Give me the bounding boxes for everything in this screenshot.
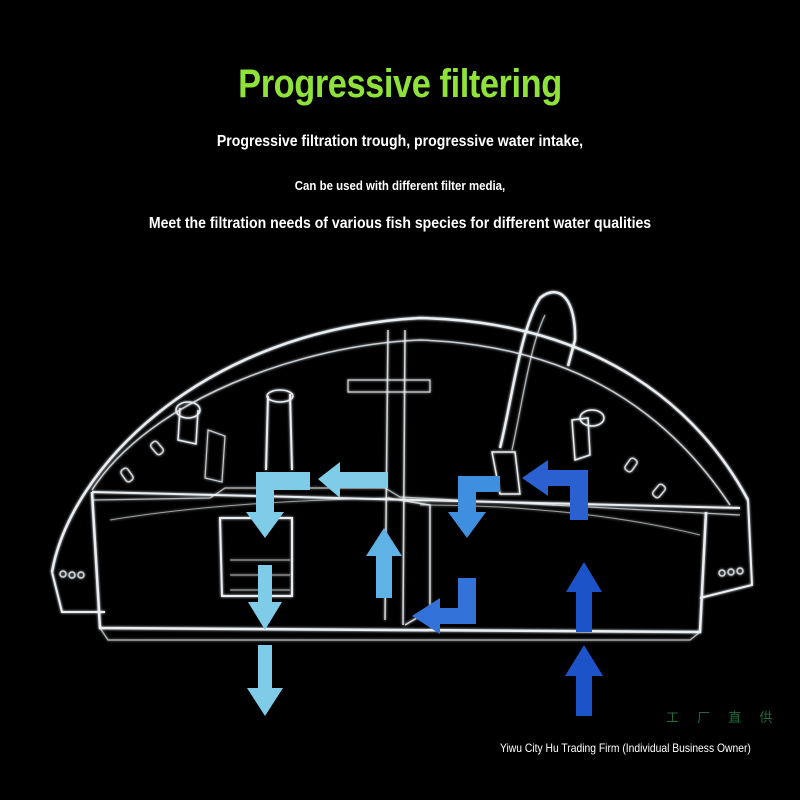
description-line-1: Progressive filtration trough, progressi… (216, 133, 584, 150)
flow-arrow-elbow-down-mid (448, 476, 500, 538)
flow-arrow-left-top (318, 462, 388, 498)
flow-arrow-intake-elbow (522, 460, 588, 520)
flow-arrow-up-dark (566, 562, 602, 632)
flow-arrow-elbow-down-light (246, 472, 310, 538)
flow-arrow-down-light (248, 565, 282, 630)
description-line-3: Meet the filtration needs of various fis… (148, 215, 652, 232)
description-line-2: Can be used with different filter media, (294, 178, 506, 193)
flow-arrows (246, 460, 603, 716)
headline: Progressive filtering (238, 62, 562, 106)
flow-arrow-elbow-left-bottom (412, 578, 476, 634)
flow-arrow-out-down (247, 645, 283, 716)
factory-direct-watermark: 工 厂 直 供 (666, 711, 780, 726)
flow-arrow-in-up (565, 645, 603, 716)
flow-arrow-up-light (366, 528, 402, 598)
company-name: Yiwu City Hu Trading Firm (Individual Bu… (500, 741, 751, 755)
acrylic-filter-box (50, 291, 754, 641)
